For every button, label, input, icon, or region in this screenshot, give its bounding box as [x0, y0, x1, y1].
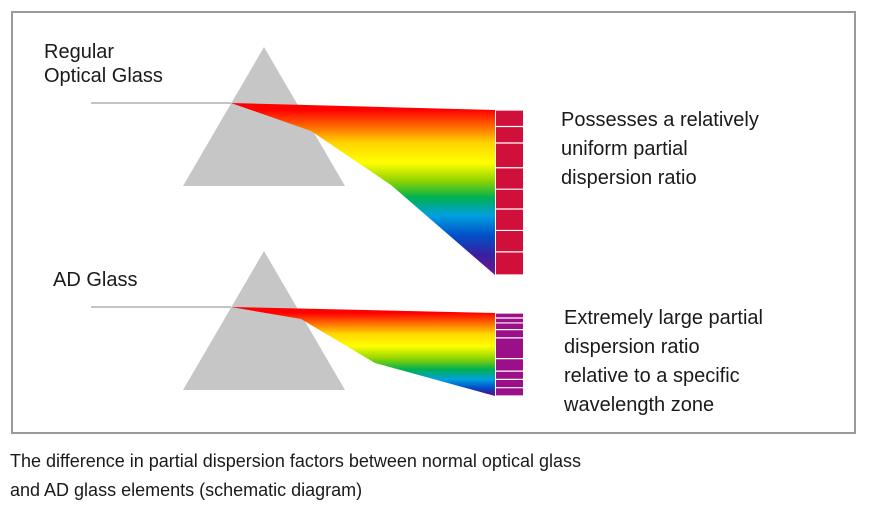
bottom-prism	[183, 251, 345, 390]
top-description-line: Possesses a relatively	[561, 109, 759, 131]
bottom-prism-group	[91, 251, 523, 397]
bottom-description-line: relative to a specific	[564, 365, 740, 387]
bottom-spectrum	[231, 307, 495, 396]
bottom-dispersion-bar	[496, 313, 523, 396]
top-dispersion-bar	[496, 110, 523, 275]
top-bar-ticks	[496, 109, 523, 276]
top-description-line: uniform partial	[561, 138, 688, 160]
bottom-description-line: Extremely large partial	[564, 307, 763, 329]
top-glass-label: Regular Optical Glass	[44, 40, 163, 88]
top-label-line: Regular	[44, 41, 115, 63]
caption-line: The difference in partial dispersion fac…	[10, 451, 581, 471]
top-description: Possesses a relatively uniform partial d…	[561, 106, 759, 193]
diagram-frame	[11, 11, 856, 434]
top-prism-group	[91, 47, 523, 276]
top-spectrum	[231, 103, 495, 275]
figure-caption: The difference in partial dispersion fac…	[10, 447, 581, 505]
bottom-bar-ticks	[496, 312, 523, 397]
top-description-line: dispersion ratio	[561, 167, 697, 189]
ad-label-line: AD Glass	[53, 269, 138, 291]
bottom-description-line: dispersion ratio	[564, 336, 700, 358]
bottom-description: Extremely large partial dispersion ratio…	[564, 304, 763, 420]
top-label-line: Optical Glass	[44, 65, 163, 87]
bottom-description-line: wavelength zone	[564, 394, 715, 416]
caption-line: and AD glass elements (schematic diagram…	[10, 480, 363, 500]
dispersion-diagram	[91, 47, 523, 397]
ad-glass-label: AD Glass	[53, 268, 137, 292]
top-prism	[183, 47, 345, 186]
